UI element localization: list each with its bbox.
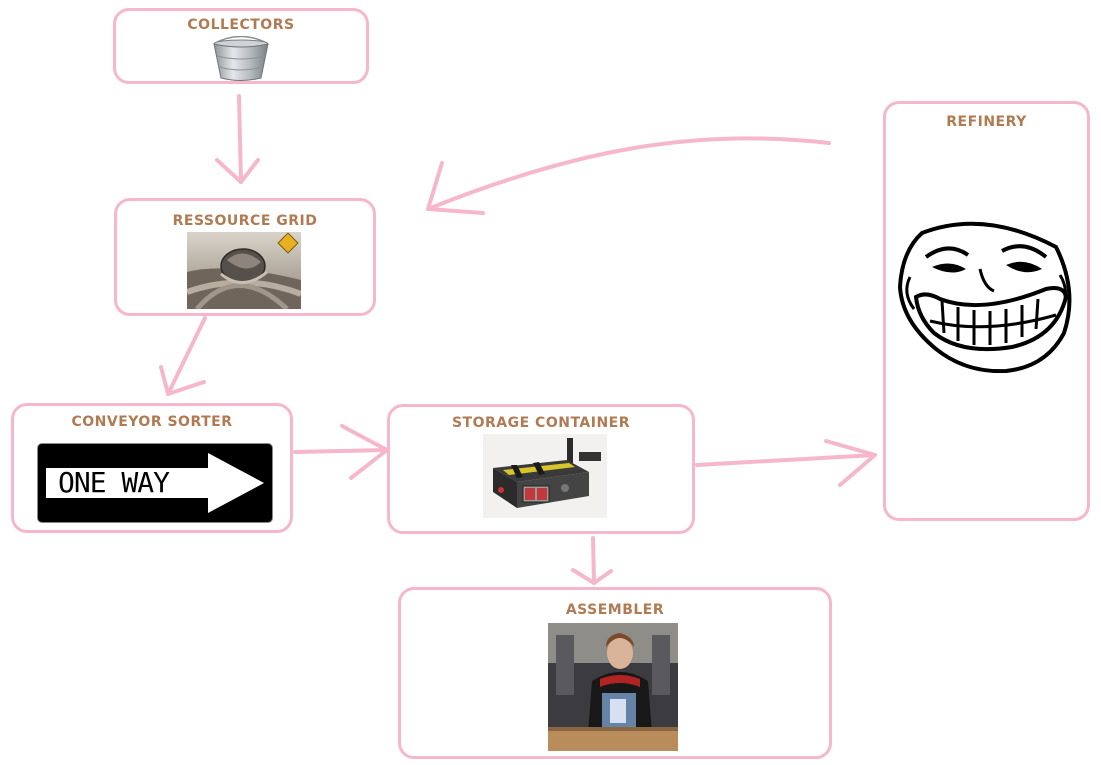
one-way-sign: ONE WAY	[38, 444, 272, 522]
node-assembler-label: ASSEMBLER	[565, 602, 665, 618]
one-way-sign-text: ONE WAY	[58, 466, 170, 499]
right-arrow-icon	[46, 453, 264, 513]
node-storage-container-label: STORAGE CONTAINER	[451, 415, 631, 431]
node-resource-grid-label: RESSOURCE GRID	[172, 213, 318, 229]
highway-interchange-icon	[187, 232, 301, 309]
edge-storage-container-to-refinery	[695, 439, 877, 487]
node-conveyor-sorter[interactable]: CONVEYOR SORTER ONE WAY	[11, 403, 293, 533]
bucket-icon	[213, 36, 269, 81]
edge-conveyor-sorter-to-storage-container	[293, 424, 389, 480]
node-refinery-label: REFINERY	[946, 114, 1027, 130]
node-collectors[interactable]: COLLECTORS	[113, 8, 369, 84]
edge-resource-grid-to-conveyor-sorter	[159, 316, 207, 396]
replicator-scene-icon	[548, 623, 678, 751]
edge-collectors-to-resource-grid	[215, 94, 260, 184]
node-assembler[interactable]: ASSEMBLER	[398, 587, 832, 759]
troll-face-icon	[897, 221, 1072, 373]
ghost-trap-device-icon	[483, 434, 607, 518]
node-resource-grid[interactable]: RESSOURCE GRID	[114, 198, 376, 316]
edge-refinery-to-resource-grid	[426, 136, 831, 215]
node-collectors-label: COLLECTORS	[187, 17, 295, 33]
node-storage-container[interactable]: STORAGE CONTAINER	[387, 404, 695, 534]
node-refinery[interactable]: REFINERY	[883, 101, 1090, 521]
node-conveyor-sorter-label: CONVEYOR SORTER	[71, 414, 233, 430]
edge-storage-container-to-assembler	[571, 536, 613, 585]
